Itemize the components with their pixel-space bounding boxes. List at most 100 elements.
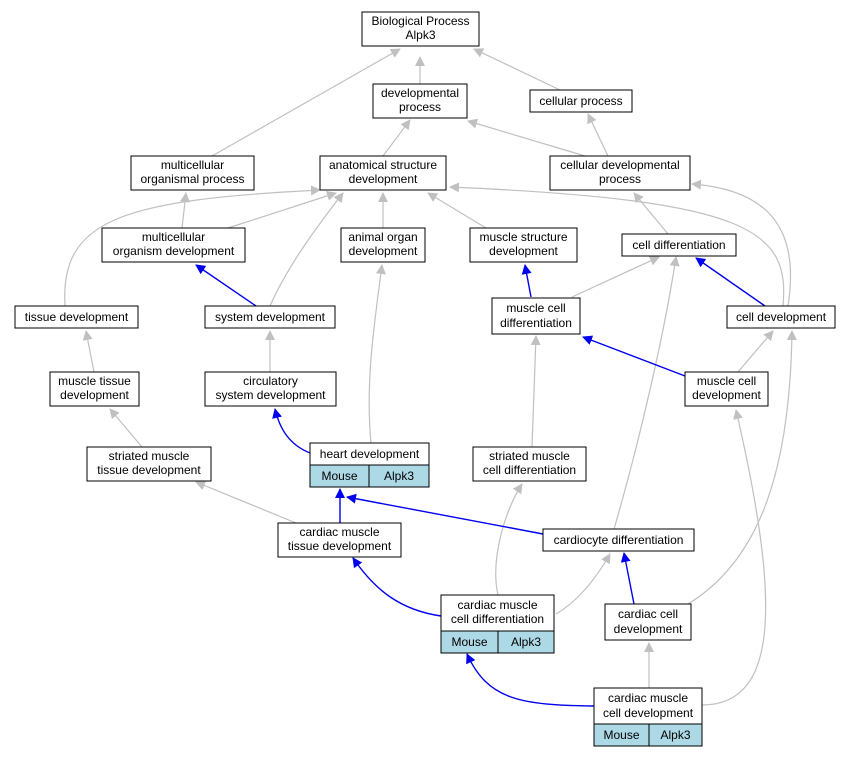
gene-cell — [648, 723, 703, 747]
node-label: circulatory — [243, 374, 298, 388]
node-cell-differentiation[interactable]: cell differentiation — [621, 233, 737, 257]
node-label: cardiac muscle — [457, 598, 537, 612]
edge-cardiocyte-celldiff — [613, 256, 680, 530]
species-label: Mouse — [451, 635, 487, 649]
node-cardiac-muscle-cell-development[interactable]: cardiac muscle cell development Mouse Al… — [593, 687, 703, 747]
gene-cell — [368, 464, 430, 488]
node-anatomical-structure-development[interactable]: anatomical structure development — [319, 155, 447, 191]
node-label: development — [692, 388, 761, 402]
gene-label: Alpk3 — [660, 728, 690, 742]
node-label: system development — [215, 388, 326, 402]
edge-celldevelopment-celldevproc — [691, 179, 792, 307]
node-system-development[interactable]: system development — [204, 305, 336, 329]
part-of-edges — [195, 257, 766, 707]
node-cellular-process[interactable]: cellular process — [529, 89, 633, 113]
edge-cardiocyte-heart — [346, 493, 544, 535]
species-label: Mouse — [321, 469, 357, 483]
node-label: development — [614, 622, 683, 636]
node-label: striated muscle — [489, 449, 570, 463]
edge-multidev-anat — [227, 191, 337, 229]
is-a-edges — [64, 48, 797, 706]
node-label: anatomical structure — [329, 158, 437, 172]
node-label: cell development — [603, 706, 694, 720]
node-cardiocyte-differentiation[interactable]: cardiocyte differentiation — [542, 528, 695, 552]
node-muscle-structure-development[interactable]: muscle structure development — [469, 227, 578, 263]
node-label: cardiac muscle — [299, 525, 379, 539]
node-label: cardiac muscle — [608, 691, 688, 705]
node-label: muscle structure — [479, 230, 567, 244]
node-label: multicellular — [161, 158, 224, 172]
node-animal-organ-development[interactable]: animal organ development — [340, 227, 426, 263]
node-label: organismal process — [140, 172, 244, 186]
node-label: process — [599, 172, 641, 186]
node-label: tissue development — [97, 463, 201, 477]
node-multicellular-organismal-process[interactable]: multicellular organismal process — [130, 155, 255, 191]
edge-anat-devproc — [382, 119, 411, 157]
edge-celldevproc-devproc — [467, 118, 586, 157]
gene-cell — [497, 630, 555, 654]
node-cardiac-muscle-tissue-development[interactable]: cardiac muscle tissue development — [277, 522, 402, 558]
gene-label: Alpk3 — [511, 635, 541, 649]
edge-cardiaccelldiff-striatedcelldiff — [495, 483, 523, 596]
node-label: development — [349, 172, 418, 186]
annotation-row: Mouse Alpk3 — [440, 630, 555, 654]
edge-celldevproc-cellproc — [587, 113, 609, 157]
node-label: cell differentiation — [483, 463, 576, 477]
node-label: cell differentiation — [451, 612, 544, 626]
edge-multidev-multiorg — [180, 192, 190, 229]
annotation-row: Mouse Alpk3 — [309, 464, 430, 488]
node-label: developmental — [381, 86, 459, 100]
edge-cardiacmusclecelldev-musclecelldev — [701, 409, 767, 706]
node-tissue-development[interactable]: tissue development — [14, 305, 139, 329]
node-label: process — [399, 100, 441, 114]
gene-label: Alpk3 — [384, 469, 414, 483]
node-muscle-cell-differentiation[interactable]: muscle cell differentiation — [491, 297, 581, 335]
node-cell-development[interactable]: cell development — [726, 305, 836, 329]
node-label: Alpk3 — [405, 28, 435, 42]
edge-heart-circ — [272, 408, 311, 454]
node-label: organism development — [113, 244, 235, 258]
node-striated-muscle-tissue-development[interactable]: striated muscle tissue development — [86, 446, 212, 482]
node-biological-process[interactable]: Biological Process Alpk3 — [361, 11, 480, 47]
node-heart-development[interactable]: heart development Mouse Alpk3 — [309, 442, 430, 488]
node-developmental-process[interactable]: developmental process — [372, 83, 468, 119]
node-label: tissue development — [288, 539, 392, 553]
node-label: cellular process — [539, 94, 622, 108]
edge-celldevelopment-celldiff — [695, 257, 766, 307]
edge-cardiaccelldiff-cardiocyte — [555, 553, 611, 615]
edge-cellproc-bp — [473, 48, 561, 91]
node-circulatory-system-development[interactable]: circulatory system development — [204, 371, 337, 407]
node-muscle-cell-development[interactable]: muscle cell development — [684, 371, 769, 407]
node-cellular-developmental-process[interactable]: cellular developmental process — [549, 155, 691, 191]
edge-musclecelldev-musclecelldiff — [582, 335, 686, 377]
node-cardiac-muscle-cell-differentiation[interactable]: cardiac muscle cell differentiation Mous… — [440, 594, 555, 654]
node-label: development — [349, 244, 418, 258]
node-cardiac-cell-development[interactable]: cardiac cell development — [604, 603, 692, 641]
node-label: cellular developmental — [560, 158, 679, 172]
node-label: Biological Process — [371, 14, 469, 28]
node-label: muscle tissue — [58, 374, 131, 388]
annotation-row: Mouse Alpk3 — [593, 723, 703, 747]
edge-cardiaccelldev-cardiocyte — [620, 552, 635, 605]
node-label: system development — [215, 310, 326, 324]
edge-systemdev-anat — [269, 192, 344, 307]
node-label: cardiac cell — [618, 607, 678, 621]
node-label: muscle cell — [506, 301, 565, 315]
edge-cardiacmusclecelldev-cardiaccelldiff — [466, 653, 595, 707]
species-label: Mouse — [603, 728, 639, 742]
node-label: cell development — [736, 310, 827, 324]
edge-cardiaccelldiff-cardiactissue — [352, 557, 442, 617]
edge-multiorg-bp — [211, 48, 401, 157]
node-multicellular-organism-development[interactable]: multicellular organism development — [101, 227, 246, 263]
edge-striatedtissue-muscletissue — [109, 408, 143, 448]
edge-cardiactissue-striatedtissue — [195, 480, 297, 524]
node-label: multicellular — [142, 230, 205, 244]
edge-celldiff-celldevproc — [633, 192, 669, 235]
node-striated-muscle-cell-differentiation[interactable]: striated muscle cell differentiation — [472, 446, 587, 482]
node-muscle-tissue-development[interactable]: muscle tissue development — [49, 371, 140, 407]
edge-cardiaccelldev-celldevelopment — [687, 330, 797, 605]
node-label: tissue development — [25, 310, 129, 324]
edge-striatedcelldiff-musclecelldiff — [530, 335, 541, 448]
node-label: muscle cell — [697, 374, 756, 388]
